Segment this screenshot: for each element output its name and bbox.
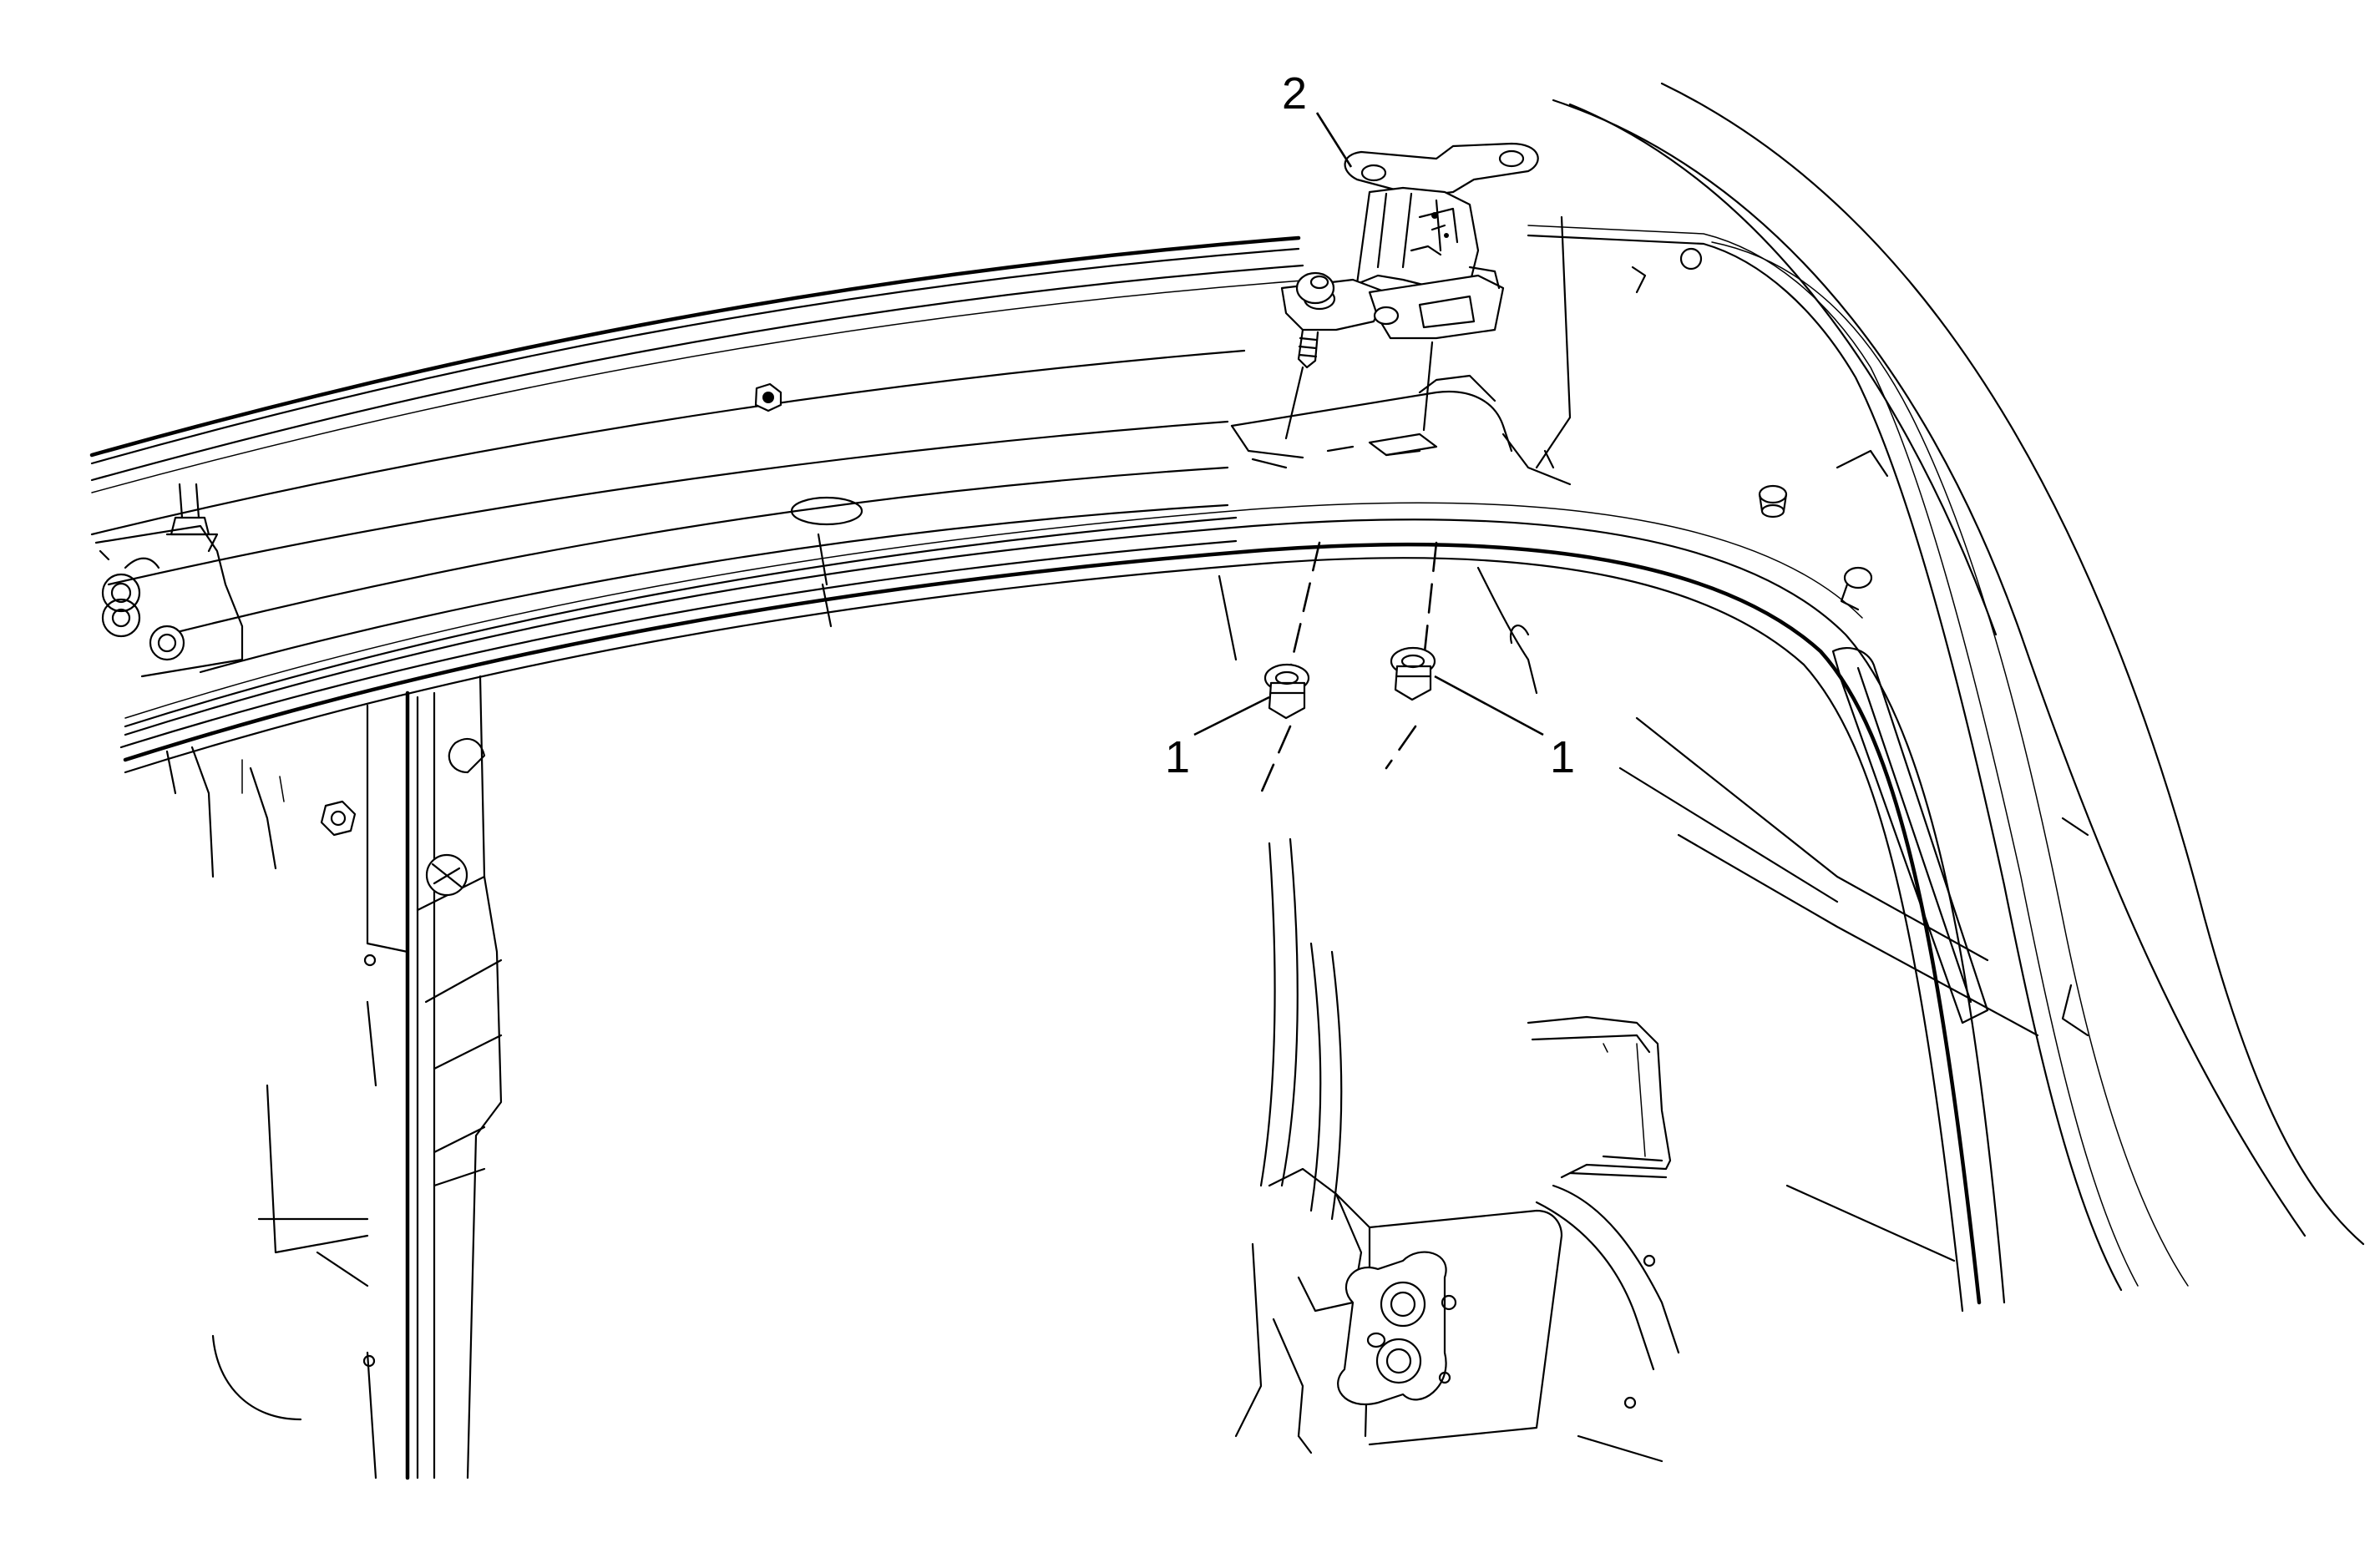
hinge-mount-pad	[1230, 374, 1572, 486]
lower-body	[1218, 566, 1680, 1463]
leader-lines	[1193, 112, 1544, 736]
rear-pillar	[1527, 82, 2365, 1292]
bumper-stop	[1758, 484, 1788, 518]
hinge-assembly	[1280, 142, 1539, 369]
nut-right	[1390, 646, 1436, 701]
callout-label-nut-left: 1	[1165, 732, 1190, 782]
callout-label-nut-right: 1	[1550, 732, 1575, 782]
rail-hole	[754, 382, 863, 526]
front-hinge-area	[94, 483, 357, 878]
ball-stud	[1840, 566, 1873, 611]
b-pillar	[211, 675, 503, 1480]
alignment-lines	[1259, 341, 1438, 795]
callout-label-hinge: 2	[1282, 68, 1307, 119]
roof-rail	[89, 235, 2006, 1313]
nut-left	[1263, 663, 1310, 720]
